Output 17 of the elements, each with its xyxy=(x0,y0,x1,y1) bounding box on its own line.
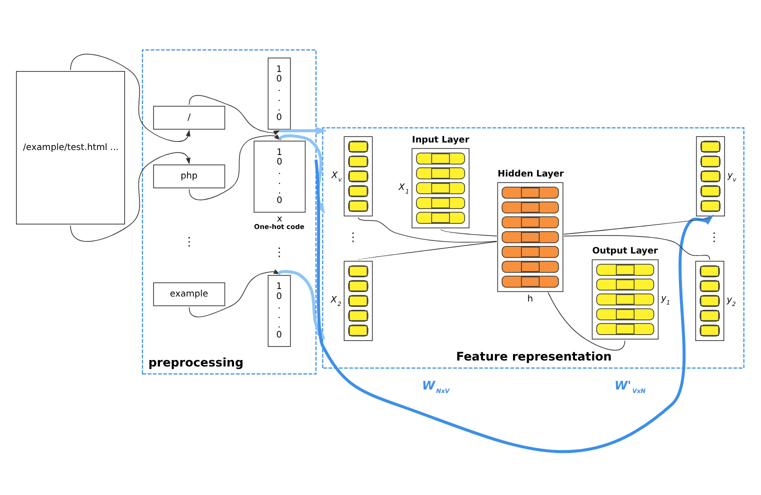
node-label: Output Layer xyxy=(592,246,658,256)
node-label: X$_{1}$ xyxy=(398,182,410,195)
label: ⋮ xyxy=(273,244,286,258)
node-label: y$_{2}$ xyxy=(726,294,736,308)
node-label: x xyxy=(277,214,282,224)
node-label: Hidden Layer xyxy=(498,168,564,179)
node-label: Input Layer xyxy=(412,134,470,145)
node-label: y$_{v}$ xyxy=(728,170,736,183)
label: W'$_{VxN}$ xyxy=(614,378,646,394)
node-label: y$_{1}$ xyxy=(661,293,670,306)
label: ⋮ xyxy=(347,230,359,244)
node-label: X$_{2}$ xyxy=(330,294,342,308)
label: W$_{NxV}$ xyxy=(422,378,450,394)
node-label: h xyxy=(527,294,533,304)
node-label: X$_{v}$ xyxy=(332,170,342,183)
label: ⋮ xyxy=(183,234,196,248)
label: ⋮ xyxy=(708,230,720,244)
